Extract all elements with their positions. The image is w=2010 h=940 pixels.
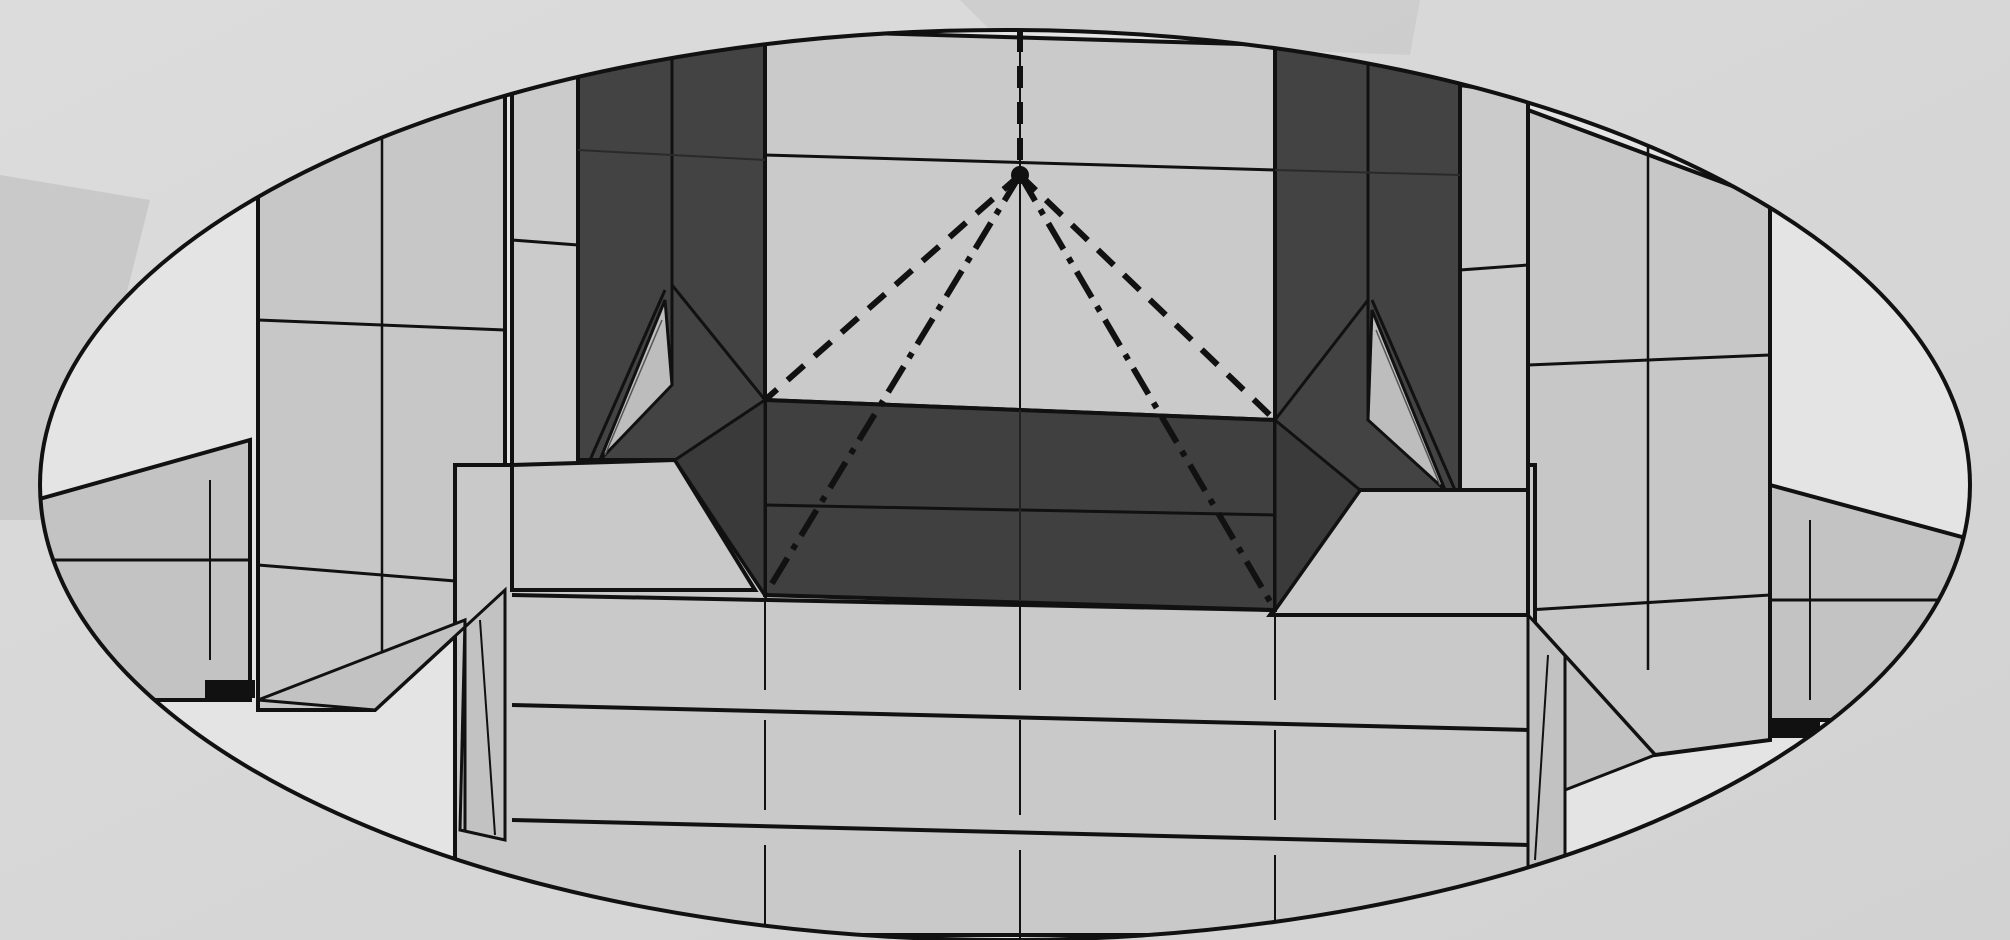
right-inner-strip (1460, 85, 1528, 490)
left-inner-strip (512, 60, 578, 465)
apex-point (1011, 166, 1029, 184)
